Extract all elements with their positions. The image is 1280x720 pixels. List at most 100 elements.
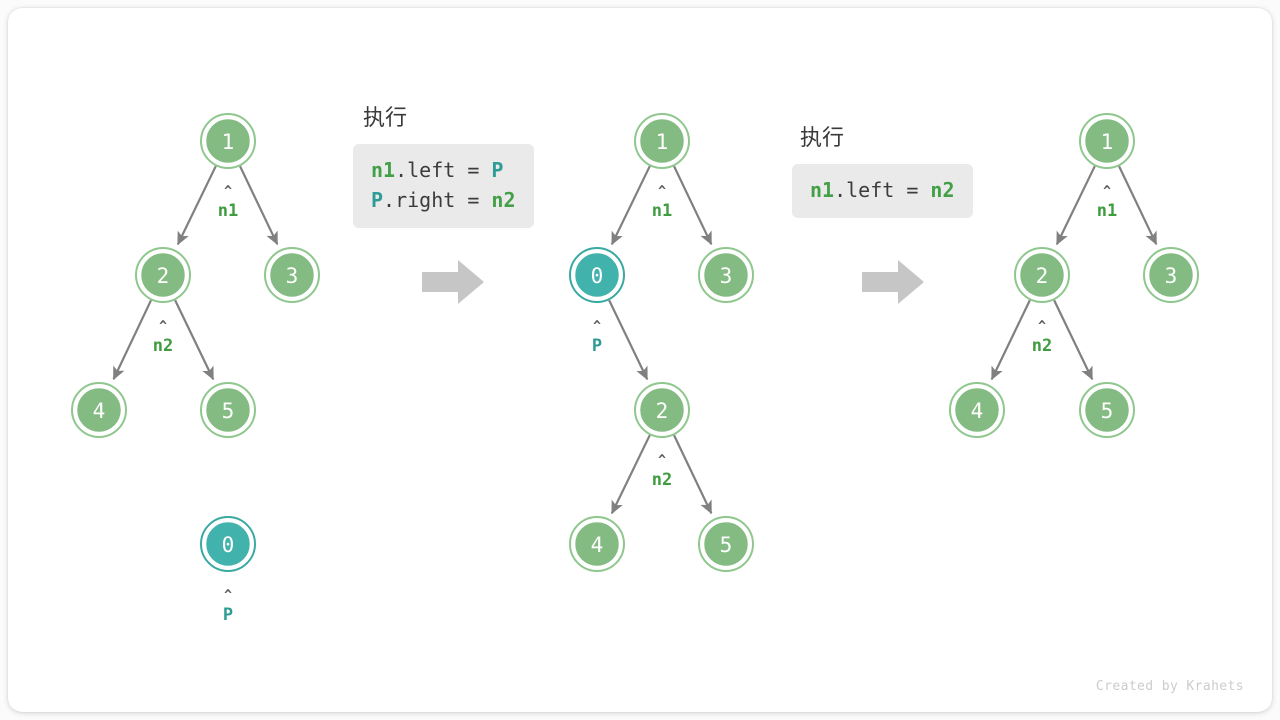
- node-outer-ring: [1143, 247, 1199, 303]
- tree-edge-middle-node-1-to-node-3: [673, 165, 713, 246]
- step-2-code-block: n1.left = n2: [792, 164, 973, 218]
- node-body: [74, 385, 124, 435]
- node-value: 2: [656, 399, 669, 423]
- tree-edge-after-node-2-to-node-5: [1053, 299, 1094, 381]
- tree-edge-before-node-2-to-node-4: [112, 299, 152, 381]
- step-2-code-line-1: n1.left = n2: [810, 175, 955, 205]
- pointer-group-middle-pointer-n1: ^n1: [652, 184, 672, 221]
- pointer-caret-icon: ^: [159, 319, 167, 334]
- pointer-group-before-pointer-p: ^P: [223, 588, 233, 625]
- tree-edge-middle-node-2-to-node-4: [610, 434, 651, 515]
- code-token: n2: [491, 188, 516, 212]
- node-value: 5: [720, 533, 733, 557]
- pointer-caret-icon: ^: [1103, 184, 1111, 199]
- node-body: [1146, 250, 1196, 300]
- tree-node-middle-node-0: 0: [569, 247, 625, 303]
- pointer-label: n2: [153, 336, 173, 356]
- code-token: n1: [371, 158, 396, 182]
- node-value: 2: [157, 264, 170, 288]
- tree-edge-before-node-1-to-node-3: [239, 165, 279, 246]
- node-body: [267, 250, 317, 300]
- pointer-group-before-pointer-n2: ^ n2: [153, 319, 173, 356]
- tree-node-before-node-3: 3: [264, 247, 320, 303]
- step-2-title: 执行: [800, 126, 845, 151]
- code-token: n2: [930, 178, 955, 202]
- pointer-label: n1: [652, 201, 672, 221]
- node-outer-ring: [1079, 382, 1135, 438]
- node-outer-ring: [698, 247, 754, 303]
- node-value: 3: [286, 264, 299, 288]
- tree-edge-middle-node-0-to-node-2: [608, 299, 649, 381]
- node-outer-ring: [634, 113, 690, 169]
- pointer-caret-icon: ^: [224, 184, 232, 199]
- tree-edge-middle-node-1-to-node-0: [610, 165, 651, 246]
- node-body: [701, 519, 751, 569]
- tree-node-before-node-4: 4: [71, 382, 127, 438]
- step-1-title: 执行: [363, 106, 408, 131]
- pointer-group-before-pointer-n1: ^ n1: [218, 184, 238, 221]
- tree-node-before-node-2: 2: [135, 247, 191, 303]
- node-body: [572, 519, 622, 569]
- node-value: 1: [222, 130, 235, 154]
- transition-arrow-1: [422, 260, 484, 304]
- tree-node-middle-node-1: 1: [634, 113, 690, 169]
- node-value: 1: [1101, 130, 1114, 154]
- transition-arrows-layer: [422, 260, 924, 304]
- pointer-label: n1: [218, 201, 238, 221]
- node-outer-ring: [264, 247, 320, 303]
- tree-node-middle-node-3: 3: [698, 247, 754, 303]
- node-outer-ring: [634, 382, 690, 438]
- node-body: [701, 250, 751, 300]
- code-token: .left =: [834, 178, 931, 202]
- pointer-label: n2: [652, 470, 672, 490]
- code-token: .right =: [383, 188, 492, 212]
- pointer-caret-icon: ^: [224, 588, 232, 603]
- tree-node-middle-node-4: 4: [569, 516, 625, 572]
- node-value: 4: [591, 533, 604, 557]
- node-value: 3: [1165, 264, 1178, 288]
- node-body: [203, 519, 253, 569]
- pointer-label: n2: [1032, 336, 1052, 356]
- node-body: [952, 385, 1002, 435]
- tree-edge-before-node-1-to-node-2: [176, 165, 217, 246]
- pointer-group-middle-pointer-n2: ^n2: [652, 453, 672, 490]
- node-body: [637, 116, 687, 166]
- node-outer-ring: [71, 382, 127, 438]
- node-value: 3: [720, 264, 733, 288]
- tree-edge-middle-node-2-to-node-5: [673, 434, 713, 515]
- node-body: [637, 385, 687, 435]
- node-outer-ring: [1014, 247, 1070, 303]
- node-value: 5: [222, 399, 235, 423]
- node-body: [203, 385, 253, 435]
- pointers-layer: ^n1^n2^P^n1^P^n2^n1^n2: [153, 184, 1117, 625]
- node-value: 1: [656, 130, 669, 154]
- pointer-label: n1: [1097, 201, 1117, 221]
- node-value: 4: [971, 399, 984, 423]
- tree-node-middle-node-2: 2: [634, 382, 690, 438]
- pointer-group-after-pointer-n2: ^n2: [1032, 319, 1052, 356]
- node-outer-ring: [135, 247, 191, 303]
- node-body: [203, 116, 253, 166]
- code-token: n1: [810, 178, 835, 202]
- pointer-group-middle-pointer-p: ^P: [592, 319, 602, 356]
- pointer-group-after-pointer-n1: ^ n1: [1097, 184, 1117, 221]
- tree-node-middle-node-5: 5: [698, 516, 754, 572]
- node-outer-ring: [569, 247, 625, 303]
- code-token: P: [371, 188, 384, 212]
- node-value: 0: [591, 264, 604, 288]
- tree-edge-before-node-2-to-node-5: [174, 299, 215, 381]
- node-outer-ring: [569, 516, 625, 572]
- tree-edge-after-node-2-to-node-4: [990, 299, 1031, 381]
- node-value: 0: [222, 533, 235, 557]
- tree-node-after-node-1: 1: [1079, 113, 1135, 169]
- transition-arrow-2: [862, 260, 924, 304]
- tree-node-after-node-5: 5: [1079, 382, 1135, 438]
- node-body: [1082, 385, 1132, 435]
- node-body: [1017, 250, 1067, 300]
- node-outer-ring: [200, 516, 256, 572]
- credit-text: Created by Krahets: [1095, 679, 1244, 694]
- node-body: [138, 250, 188, 300]
- node-outer-ring: [200, 382, 256, 438]
- tree-node-before-node-1: 1: [200, 113, 256, 169]
- node-outer-ring: [949, 382, 1005, 438]
